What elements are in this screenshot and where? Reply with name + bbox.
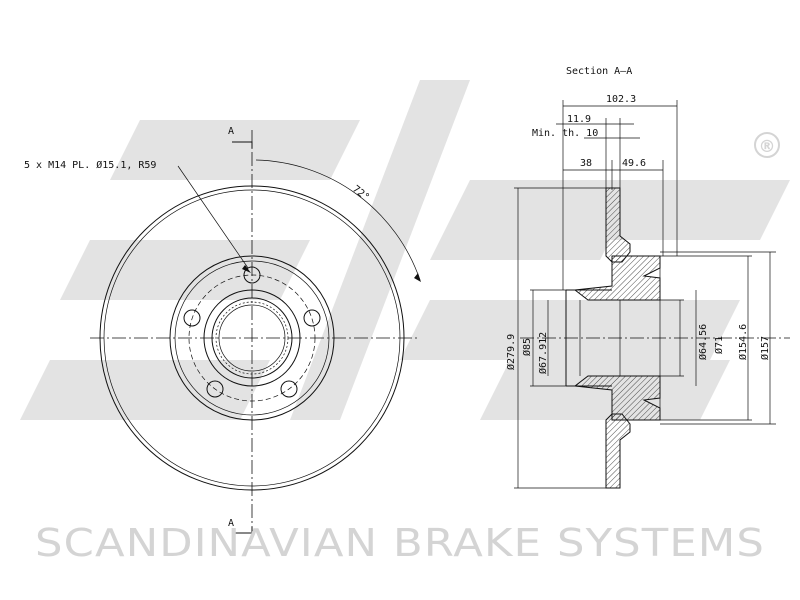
right-diameters: Ø64.56 Ø71 Ø154.6 Ø157	[660, 251, 776, 425]
dim-dia-279-9: Ø279.9	[505, 334, 517, 370]
dim-dia-157: Ø157	[759, 336, 771, 360]
sbs-logo-watermark	[20, 80, 790, 420]
brand-name: SCANDINAVIAN BRAKE SYSTEMS	[35, 521, 765, 565]
dim-11-9: 11.9	[567, 114, 591, 125]
section-dimensions: 102.3 11.9 Min. th. 10 38 49.6	[532, 94, 678, 290]
bolt-hole-callout: 5 x M14 PL. Ø15.1, R59	[24, 159, 156, 171]
dim-dia-64-56: Ø64.56	[697, 324, 709, 360]
dim-49-6: 49.6	[622, 158, 646, 169]
dim-dia-71: Ø71	[713, 336, 725, 354]
registered-mark: ®	[759, 137, 776, 157]
dim-38: 38	[580, 158, 592, 169]
section-marker-bottom: A	[228, 518, 234, 529]
dim-dia-67-912: Ø67.912	[537, 332, 549, 374]
angle-label: 72°	[350, 184, 371, 204]
dim-min-thickness: Min. th. 10	[532, 128, 598, 139]
disc-section-view: Section A–A 102.3 11.9 Min. th. 10	[505, 66, 790, 489]
section-marker-top: A	[228, 126, 234, 137]
left-diameters: Ø279.9 Ø85 Ø67.912	[505, 187, 606, 489]
dim-dia-154-6: Ø154.6	[737, 324, 749, 360]
disc-front-view: A A 72° 5 x M14 PL. Ø15.1, R59	[24, 126, 421, 534]
dim-102-3: 102.3	[606, 94, 636, 105]
dim-dia-85: Ø85	[521, 338, 533, 356]
section-title: Section A–A	[566, 66, 632, 77]
